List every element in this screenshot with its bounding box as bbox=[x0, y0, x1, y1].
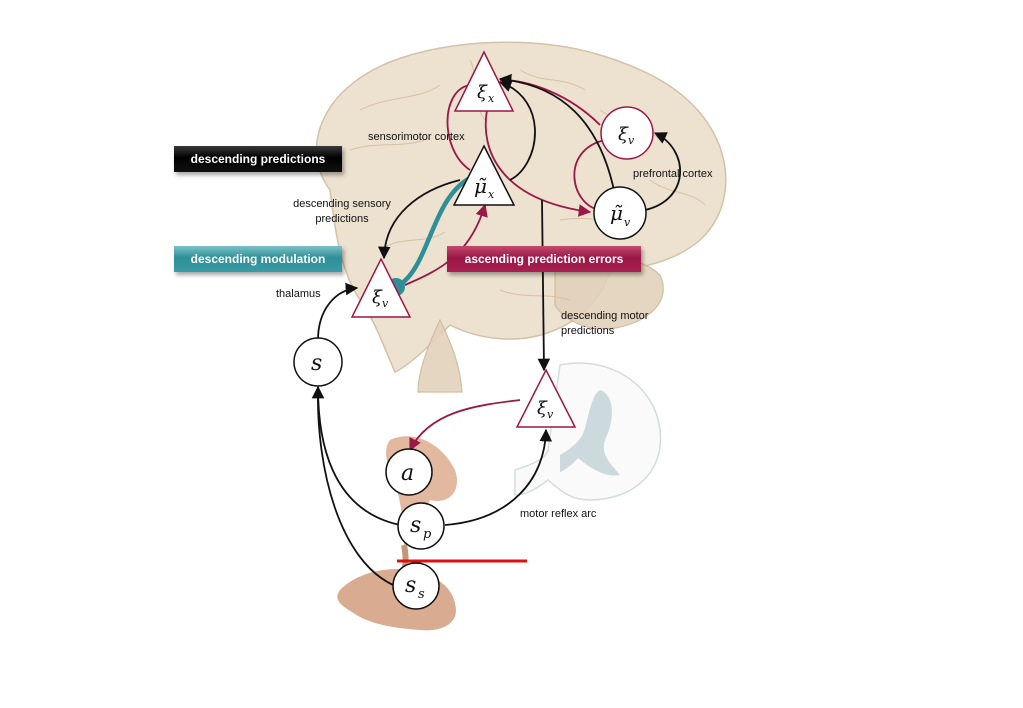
spinal-grey-matter bbox=[560, 390, 620, 476]
node-s-s: s s bbox=[392, 562, 440, 610]
label-thalamus: thalamus bbox=[276, 288, 321, 300]
node-s-p-subscript: p bbox=[423, 527, 432, 542]
edge-xi-x-to-mu-v bbox=[484, 109, 592, 217]
banner-descending-modulation: descending modulation bbox=[174, 246, 342, 272]
label-descending-sensory-predictions: descending sensory predictions bbox=[290, 197, 394, 227]
node-s-symbol: s bbox=[311, 351, 322, 376]
prediction-connections bbox=[311, 73, 681, 586]
node-xi-v-thal-symbol: ξ bbox=[372, 287, 383, 308]
label-desc-motor-line1: descending motor bbox=[561, 310, 649, 322]
node-s: s bbox=[293, 337, 343, 387]
node-mu-x: μ̃ x bbox=[452, 144, 516, 206]
node-xi-x-symbol: ξ bbox=[477, 82, 488, 103]
edge-s-to-thalamus bbox=[317, 282, 359, 341]
banner-ascending-prediction-errors: ascending prediction errors bbox=[447, 246, 641, 272]
edge-ss-to-s bbox=[317, 386, 394, 586]
edge-mu-v-to-xi-x bbox=[498, 73, 616, 196]
spinal-cord-illustration bbox=[514, 362, 662, 501]
edge-sp-to-spinal bbox=[444, 428, 553, 526]
node-s-s-symbol: s bbox=[405, 573, 416, 598]
node-s-s-subscript: s bbox=[418, 587, 425, 602]
brain-stem bbox=[417, 318, 463, 393]
label-desc-sensory-line2: predictions bbox=[315, 213, 369, 225]
node-xi-v-thal-subscript: v bbox=[382, 297, 389, 310]
node-mu-v-subscript: v bbox=[624, 216, 631, 229]
edge-mu-x-to-spinal bbox=[537, 199, 551, 372]
edge-modulation bbox=[394, 176, 472, 290]
label-motor-reflex-arc: motor reflex arc bbox=[520, 508, 597, 520]
node-xi-v-spinal-subscript: v bbox=[547, 408, 554, 421]
node-xi-x-subscript: x bbox=[488, 92, 495, 105]
node-a: a bbox=[385, 448, 433, 496]
label-desc-motor-line2: predictions bbox=[561, 325, 615, 337]
node-xi-v-pf-symbol: ξ bbox=[618, 124, 629, 145]
edge-spinal-to-a bbox=[409, 399, 521, 452]
node-a-symbol: a bbox=[401, 461, 414, 486]
node-xi-x-top: ξ x bbox=[453, 50, 515, 112]
node-xi-v-spinal-symbol: ξ bbox=[537, 398, 548, 419]
edge-xi-x-loop-left bbox=[446, 84, 471, 171]
node-s-p: s p bbox=[397, 502, 445, 550]
node-xi-v-pf-subscript: v bbox=[628, 134, 635, 147]
edge-mu-x-to-xi-x bbox=[498, 79, 536, 181]
edge-mu-x-to-thalamus bbox=[377, 179, 461, 260]
label-prefrontal-cortex: prefrontal cortex bbox=[633, 168, 713, 180]
node-s-p-symbol: s bbox=[410, 513, 421, 538]
node-xi-v-thalamus: ξ v bbox=[350, 257, 412, 318]
node-mu-v-symbol: μ̃ bbox=[610, 201, 623, 225]
edge-mu-v-to-xi-v-pf bbox=[644, 132, 681, 211]
label-desc-sensory-line1: descending sensory bbox=[293, 198, 391, 210]
node-xi-v-spinal: ξ v bbox=[515, 368, 577, 428]
node-mu-v: μ̃ v bbox=[593, 186, 647, 240]
label-sensorimotor-cortex: sensorimotor cortex bbox=[368, 131, 465, 143]
error-connections bbox=[404, 79, 606, 452]
banner-descending-predictions: descending predictions bbox=[174, 146, 342, 172]
node-xi-v-prefrontal: ξ v bbox=[600, 106, 654, 160]
node-mu-x-subscript: x bbox=[488, 188, 495, 201]
edge-xi-v-pf-loop bbox=[573, 139, 606, 211]
node-mu-x-symbol: μ̃ bbox=[474, 174, 487, 198]
label-descending-motor-predictions: descending motor predictions bbox=[561, 309, 648, 339]
